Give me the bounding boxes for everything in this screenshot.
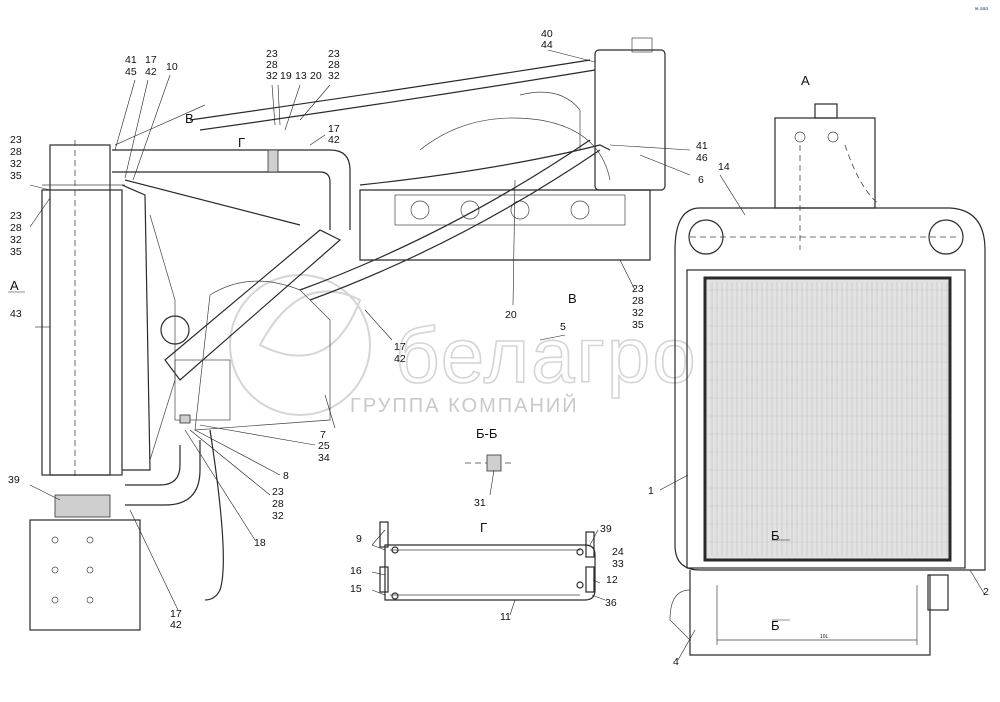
- callout-35: 35: [10, 170, 22, 182]
- callout-12: 12: [606, 574, 618, 586]
- callout-42: 42: [145, 66, 157, 78]
- side-view-radiator: [29, 59, 596, 631]
- callout-44: 44: [541, 39, 553, 51]
- callout-39: 39: [8, 474, 20, 486]
- callout-20: 20: [505, 309, 517, 321]
- callout-23: 23: [10, 210, 22, 222]
- callout-32: 32: [272, 510, 284, 522]
- callout-32: 32: [632, 307, 644, 319]
- callout-6: 6: [698, 174, 704, 186]
- callout-42: 42: [170, 619, 182, 631]
- callout-7: 7: [320, 429, 326, 441]
- callout-2: 2: [983, 586, 989, 598]
- section-label-b-side: Б: [771, 528, 780, 543]
- section-label-v-mid: В: [568, 291, 577, 306]
- callout-13: 13: [295, 70, 307, 82]
- callout-23: 23: [10, 134, 22, 146]
- callout-23: 23: [328, 48, 340, 60]
- callout-34: 34: [318, 452, 330, 464]
- callout-20: 20: [310, 70, 322, 82]
- callout-5: 5: [560, 321, 566, 333]
- callout-45: 45: [125, 66, 137, 78]
- callout-8: 8: [283, 470, 289, 482]
- callout-28: 28: [266, 59, 278, 71]
- callout-33: 33: [612, 558, 624, 570]
- callout-28: 28: [272, 498, 284, 510]
- callout-17: 17: [170, 608, 182, 620]
- callout-17: 17: [145, 54, 157, 66]
- callout-43: 43: [10, 308, 22, 320]
- callout-10: 10: [166, 61, 178, 73]
- callout-17: 17: [328, 123, 340, 135]
- callout-32: 32: [266, 70, 278, 82]
- watermark-subtitle: ГРУППА КОМПАНИЙ: [350, 393, 579, 417]
- callout-40: 40: [541, 28, 553, 40]
- callout-32: 32: [10, 158, 22, 170]
- section-label-v-top: В: [185, 111, 194, 126]
- callout-23: 23: [632, 283, 644, 295]
- callout-28: 28: [632, 295, 644, 307]
- dimension-text: 10L: [820, 634, 829, 640]
- section-label-b-bottom: Б: [771, 618, 780, 633]
- callout-24: 24: [612, 546, 624, 558]
- watermark: белагро ГРУППА КОМПАНИЙ: [229, 274, 698, 417]
- section-label-g-view: Г: [480, 520, 487, 535]
- callout-28: 28: [328, 59, 340, 71]
- callout-18: 18: [254, 537, 266, 549]
- callout-41: 41: [696, 140, 708, 152]
- view-g-detail: [379, 521, 596, 601]
- section-label-a-left: А: [10, 278, 19, 293]
- expansion-tank: [594, 49, 666, 191]
- section-labels: А А Б Б Б-Б В В Г Г: [8, 73, 810, 633]
- callout-31: 31: [474, 497, 486, 509]
- callout-9: 9: [356, 533, 362, 545]
- callout-11: 11: [500, 611, 511, 623]
- callout-42: 42: [328, 134, 340, 146]
- callout-15: 15: [350, 583, 362, 595]
- callout-25: 25: [318, 440, 330, 452]
- callout-1: 1: [648, 485, 654, 497]
- callout-41: 41: [125, 54, 137, 66]
- callout-4: 4: [673, 656, 679, 668]
- section-label-g-top: Г: [238, 135, 245, 150]
- callout-46: 46: [696, 152, 708, 164]
- callout-32: 32: [10, 234, 22, 246]
- watermark-logo-leaf: [258, 290, 362, 357]
- section-bb-detail: [465, 454, 515, 496]
- callout-35: 35: [632, 319, 644, 331]
- callout-32: 32: [328, 70, 340, 82]
- leader-lines: [29, 49, 986, 661]
- corner-mark: ѩ ааа: [975, 6, 988, 12]
- section-label-a-top: А: [801, 73, 810, 88]
- watermark-brand: белагро: [395, 311, 698, 399]
- callout-28: 28: [10, 222, 22, 234]
- callout-36: 36: [605, 597, 617, 609]
- callout-23: 23: [272, 486, 284, 498]
- callout-35: 35: [10, 246, 22, 258]
- callout-39: 39: [600, 523, 612, 535]
- callout-17: 17: [394, 341, 406, 353]
- front-view-radiator: 10L: [669, 103, 986, 656]
- callout-28: 28: [10, 146, 22, 158]
- radiator-fins: [708, 282, 948, 556]
- callout-14: 14: [718, 161, 730, 173]
- callout-23: 23: [266, 48, 278, 60]
- callout-19: 19: [280, 70, 292, 82]
- callout-42: 42: [394, 353, 406, 365]
- radiator-core-side: [49, 144, 111, 476]
- section-label-bb: Б-Б: [476, 426, 497, 441]
- callout-16: 16: [350, 565, 362, 577]
- engine-block: [160, 37, 666, 601]
